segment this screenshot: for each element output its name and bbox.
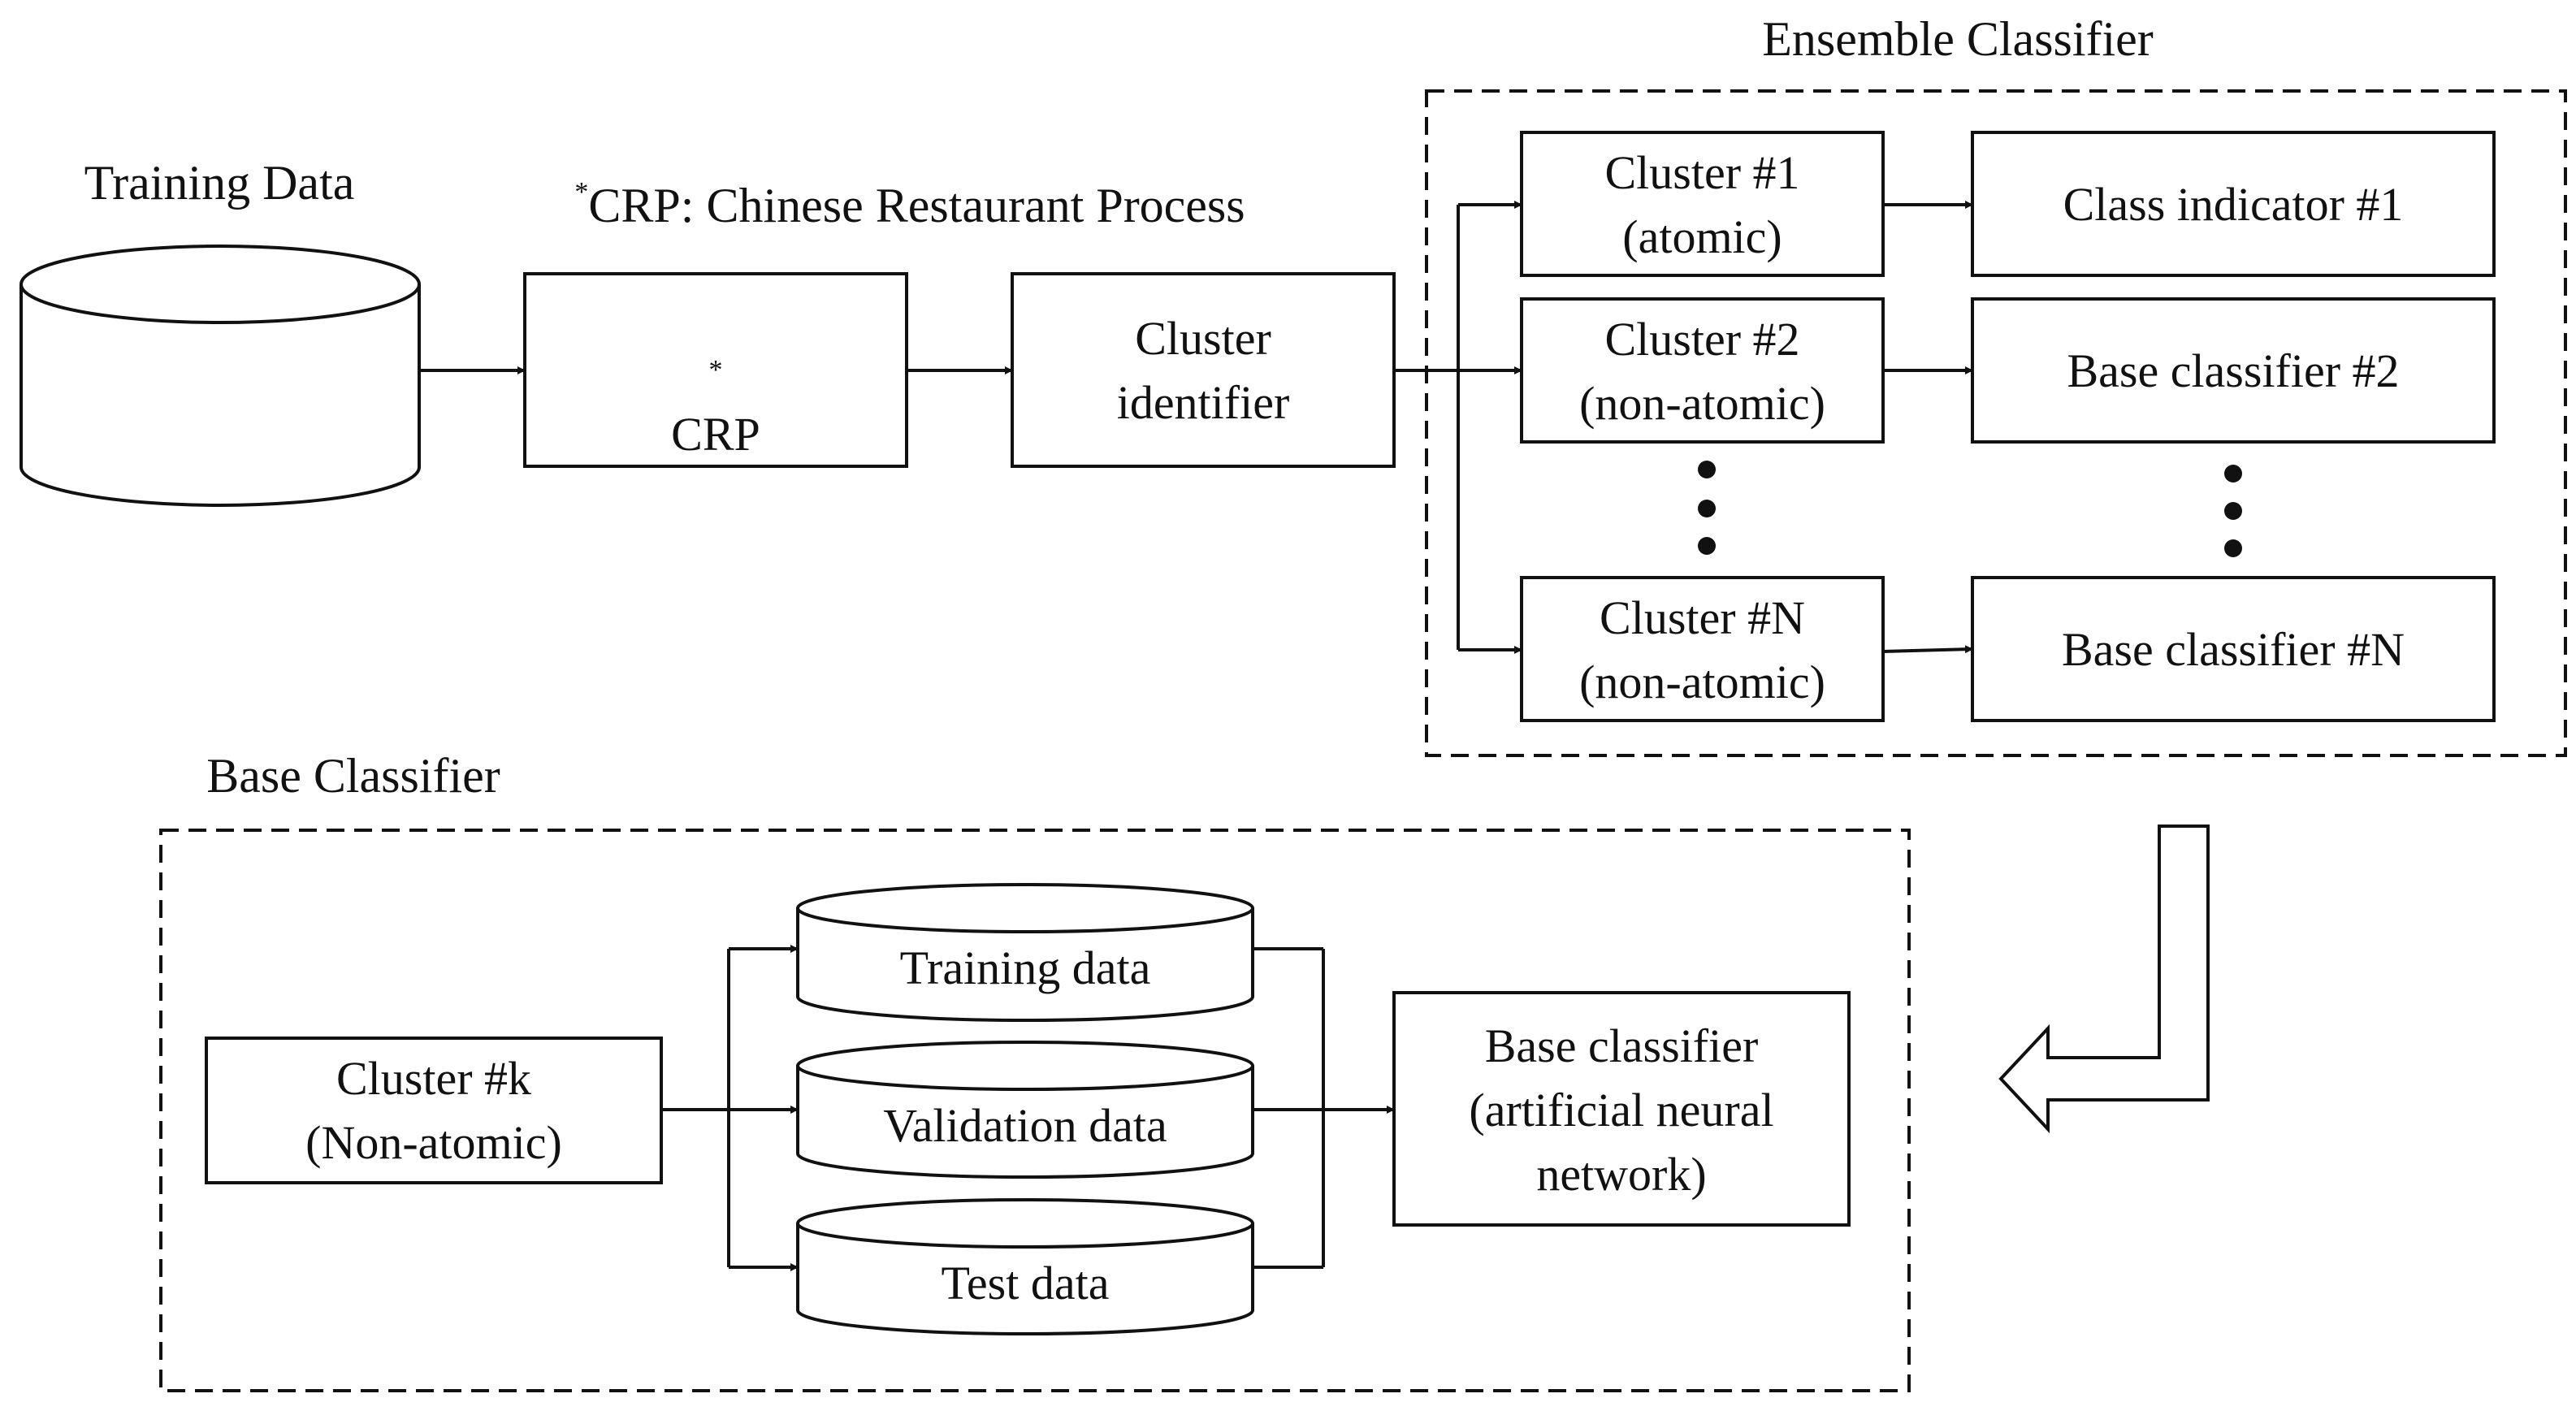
crp-footnote-mark: * <box>574 177 589 207</box>
ann-line-2: (artificial neural <box>1469 1084 1774 1136</box>
classifier-ellipsis <box>2224 465 2242 557</box>
cluster-n-name: Cluster #N <box>1600 591 1805 644</box>
training-split-cylinder <box>796 883 1254 1022</box>
ensemble-classifier-title: Ensemble Classifier <box>1762 12 2154 66</box>
test-split-cylinder <box>796 1198 1254 1335</box>
cluster-n-type: (non-atomic) <box>1579 656 1825 708</box>
cluster-n-label: Cluster #N (non-atomic) <box>1522 586 1883 714</box>
ann-classifier-label: Base classifier (artificial neural netwo… <box>1394 1014 1849 1206</box>
arrow-clustern-to-classifier <box>1882 645 1973 654</box>
ann-line-1: Base classifier <box>1484 1019 1759 1072</box>
test-split-label: Test data <box>941 1257 1110 1309</box>
base-classifier-title: Base Classifier <box>206 749 500 803</box>
training-data-cylinder <box>19 245 421 507</box>
cluster-k-label: Cluster #k (Non-atomic) <box>206 1046 661 1175</box>
training-data-title: Training Data <box>84 156 355 210</box>
cluster-2-type: (non-atomic) <box>1579 377 1825 430</box>
ensemble-classifier-frame <box>1425 89 2567 757</box>
base-classifier-2-box <box>1971 297 2496 444</box>
arrow-splits-to-classifier <box>1253 947 1395 1269</box>
crp-text: CRP <box>671 408 760 461</box>
base-classifier-n-label: Base classifier #N <box>2062 623 2405 676</box>
expand-arrow <box>1998 825 2210 1134</box>
validation-split-cylinder <box>796 1041 1254 1179</box>
class-indicator-1-label: Class indicator #1 <box>2063 178 2404 231</box>
crp-footnote-text: CRP: Chinese Restaurant Process <box>588 179 1245 232</box>
arrow-identifier-to-clusters <box>1394 201 1522 654</box>
cluster-identifier-line-1: Cluster <box>1135 312 1271 365</box>
cluster-2-box <box>1520 297 1885 444</box>
ann-line-3: network) <box>1536 1148 1707 1201</box>
crp-label: * CRP <box>525 338 907 466</box>
base-classifier-frame <box>159 829 1911 1392</box>
cluster-1-name: Cluster #1 <box>1604 146 1800 199</box>
cluster-1-label: Cluster #1 (atomic) <box>1522 141 1883 269</box>
cluster-1-box <box>1520 131 1885 277</box>
ann-classifier-box <box>1392 991 1851 1227</box>
cluster-2-label: Cluster #2 (non-atomic) <box>1522 307 1883 435</box>
crp-footnote: *CRP: Chinese Restaurant Process <box>504 177 1316 232</box>
cluster-k-name: Cluster #k <box>336 1052 532 1105</box>
arrow-cluster-k-to-splits <box>661 945 799 1271</box>
cluster-identifier-line-2: identifier <box>1116 376 1290 429</box>
validation-split-label: Validation data <box>883 1099 1167 1152</box>
cluster-identifier-label: Cluster identifier <box>1012 306 1394 435</box>
cluster-ellipsis <box>1698 461 1716 555</box>
crp-mark: * <box>708 355 723 385</box>
cluster-k-type: (Non-atomic) <box>305 1116 562 1169</box>
base-classifier-2-label: Base classifier #2 <box>2067 344 2400 397</box>
cluster-2-name: Cluster #2 <box>1604 313 1800 366</box>
base-classifier-n-box <box>1971 576 2496 722</box>
class-indicator-1-box <box>1971 131 2496 277</box>
training-split-label: Training data <box>899 941 1151 994</box>
cluster-1-type: (atomic) <box>1622 210 1782 263</box>
